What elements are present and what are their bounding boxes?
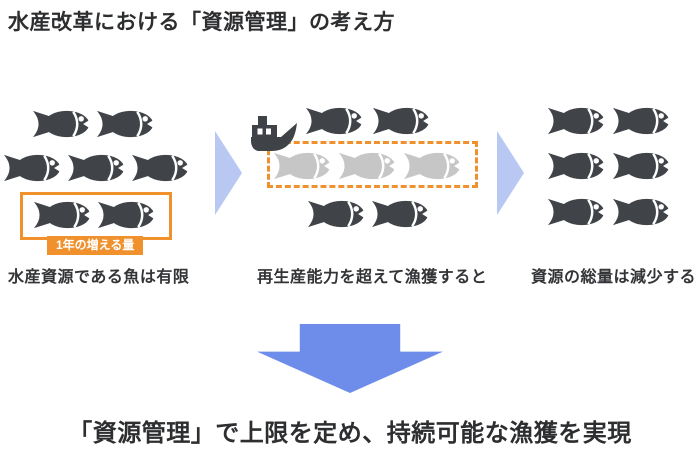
fish-row [273, 150, 463, 182]
fish-icon [372, 105, 432, 137]
fish-icon [403, 150, 463, 182]
fish-row [547, 105, 672, 137]
overcatch-dashed-box [267, 141, 478, 188]
chevron-right-icon [497, 131, 524, 215]
fish-icon [3, 152, 63, 184]
down-arrow-icon [257, 324, 443, 393]
boat-icon [251, 116, 297, 151]
fish-icon [612, 196, 672, 228]
fish-row [3, 152, 191, 184]
fish-row [547, 150, 672, 182]
fish-row [32, 108, 156, 140]
fish-row [305, 105, 432, 137]
panel-caption: 再生産能力を超えて漁獲すると [257, 269, 488, 286]
fish-icon [273, 150, 333, 182]
fish-icon [547, 105, 607, 137]
fish-icon [97, 199, 157, 231]
fish-row [33, 199, 157, 231]
fish-icon [612, 150, 672, 182]
fish-icon [131, 152, 191, 184]
fish-icon [612, 105, 672, 137]
fish-icon [96, 108, 156, 140]
panel-caption: 資源の総量は減少する [531, 269, 697, 286]
fish-icon [33, 199, 93, 231]
chevron-right-icon [215, 131, 242, 215]
fish-row [547, 196, 672, 228]
conclusion-text: 「資源管理」で上限を定め、持続可能な漁獲を実現 [68, 420, 632, 447]
fish-icon [32, 108, 92, 140]
fish-row [307, 198, 431, 230]
page-title: 水産改革における「資源管理」の考え方 [8, 11, 395, 34]
fish-icon [307, 198, 367, 230]
fish-icon [547, 196, 607, 228]
fish-icon [371, 198, 431, 230]
fish-icon [547, 150, 607, 182]
panel-caption: 水産資源である魚は有限 [8, 269, 190, 286]
annual-growth-label: 1年の増える量 [47, 236, 144, 256]
fish-icon [67, 152, 127, 184]
fish-icon [305, 105, 365, 137]
fish-icon [338, 150, 398, 182]
